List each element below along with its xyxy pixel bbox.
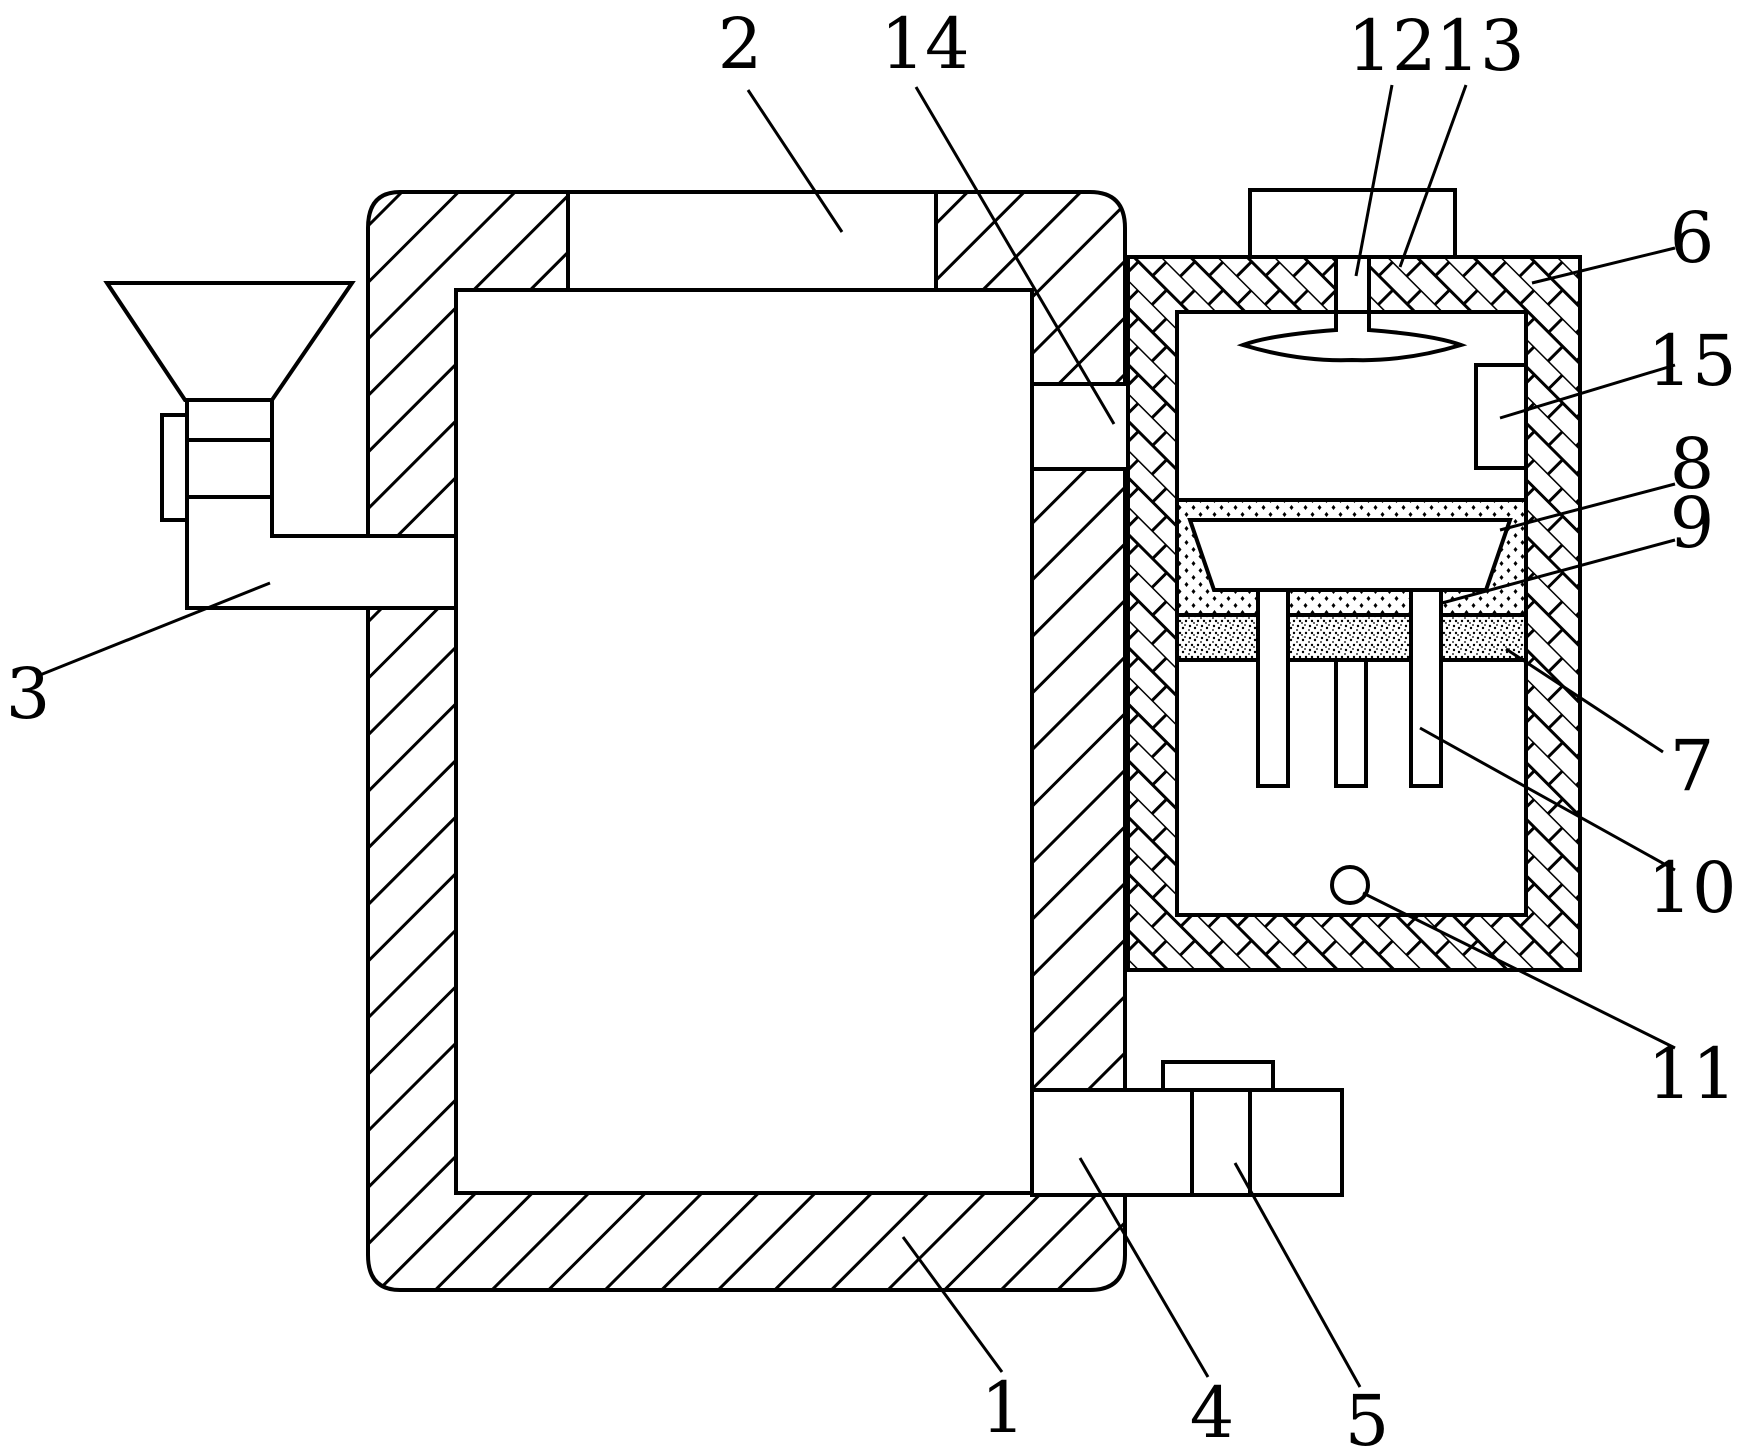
rod-right — [1409, 588, 1443, 788]
label-8: 8 — [1670, 423, 1715, 505]
label-7: 7 — [1670, 725, 1715, 807]
tank-wall — [366, 190, 1127, 1292]
rod-middle — [1334, 658, 1368, 788]
label-6: 6 — [1670, 197, 1715, 279]
support-layer — [1175, 613, 1528, 662]
filter-frame — [1187, 518, 1513, 592]
label-15: 15 — [1647, 320, 1736, 402]
outlet-valve-body — [1190, 1088, 1344, 1197]
outlet-pipe — [1030, 1088, 1194, 1197]
label-3: 3 — [6, 653, 51, 735]
label-5: 5 — [1345, 1380, 1390, 1449]
rod-left — [1256, 588, 1290, 788]
label-13: 13 — [1435, 5, 1524, 87]
outlet-valve-top — [1161, 1060, 1275, 1092]
fan-blade — [1236, 310, 1468, 363]
label-11: 11 — [1647, 1033, 1736, 1115]
label-12: 12 — [1347, 5, 1436, 87]
label-1: 1 — [981, 1367, 1026, 1449]
drain-hole — [1330, 865, 1370, 905]
inlet-valve-lower — [185, 438, 274, 499]
label-10: 10 — [1647, 847, 1736, 929]
label-9: 9 — [1670, 482, 1715, 564]
exhaust-duct — [1334, 255, 1371, 314]
label-14: 14 — [880, 3, 969, 85]
label-2: 2 — [718, 3, 763, 85]
inlet-pipe — [185, 495, 458, 610]
label-4: 4 — [1190, 1372, 1235, 1449]
inlet-valve-cap — [160, 413, 189, 522]
exhaust-cover — [1248, 188, 1457, 259]
hopper — [103, 281, 356, 402]
inlet-valve-upper — [185, 398, 274, 442]
leader-lines — [39, 84, 1676, 1388]
top-opening — [566, 190, 938, 292]
